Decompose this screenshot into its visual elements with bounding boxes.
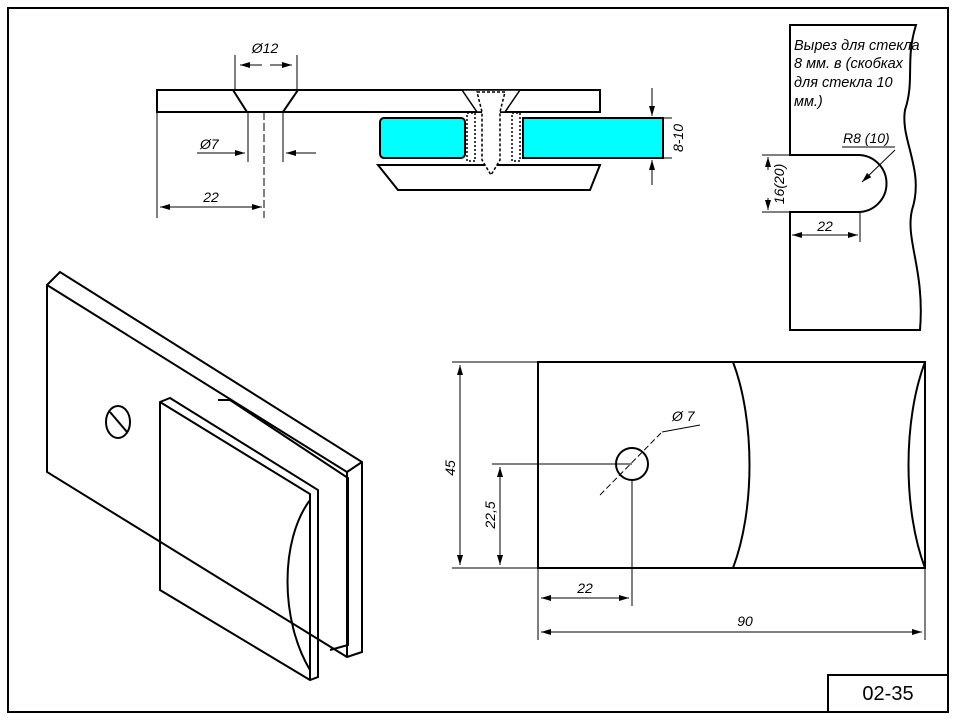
note-line: для стекла 10 bbox=[794, 75, 893, 91]
section-view: Ø12 Ø7 22 8-10 bbox=[156, 40, 686, 218]
dim-front-height: 45 bbox=[442, 460, 458, 476]
glass-right bbox=[522, 117, 664, 159]
dim-front-hole-offset: 22 bbox=[576, 580, 593, 596]
dim-slot-depth: 22 bbox=[816, 218, 833, 234]
dim-radius: R8 (10) bbox=[843, 130, 890, 146]
note-line: 8 мм. в (скобках bbox=[794, 56, 904, 72]
dim-hole: Ø7 bbox=[199, 136, 220, 152]
glass-left bbox=[379, 117, 466, 159]
drawing-code: 02-35 bbox=[862, 683, 913, 705]
dim-front-length: 90 bbox=[737, 613, 753, 629]
dim-slot-height: 16(20) bbox=[771, 164, 787, 204]
dim-glass-thickness: 8-10 bbox=[670, 124, 686, 152]
cutout-view: Вырез для стекла 8 мм. в (скобках для ст… bbox=[762, 24, 922, 331]
front-view: Ø 7 45 22,5 22 90 bbox=[442, 361, 926, 640]
screw bbox=[476, 91, 506, 177]
iso-mounting-hole bbox=[105, 405, 131, 439]
dim-offset: 22 bbox=[202, 189, 219, 205]
dim-front-half-height: 22,5 bbox=[482, 501, 498, 529]
note-line: Вырез для стекла bbox=[794, 38, 920, 54]
drawing-frame bbox=[7, 7, 949, 713]
isometric-view bbox=[46, 270, 363, 682]
dim-front-hole: Ø 7 bbox=[671, 408, 696, 424]
dim-countersink: Ø12 bbox=[251, 40, 279, 56]
note-line: мм.) bbox=[794, 94, 823, 110]
title-block: 02-35 bbox=[827, 674, 949, 713]
